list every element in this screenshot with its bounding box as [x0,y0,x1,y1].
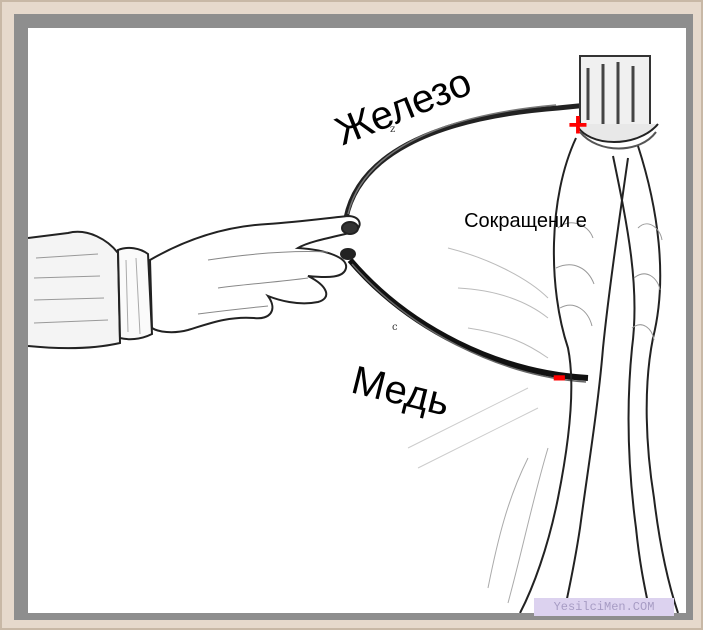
minus-sign: - [552,350,567,400]
diagram-canvas: z c Железо Медь Сокращени е + - [28,28,686,613]
contraction-label: Сокращени е [438,206,613,236]
hand-icon [28,216,360,348]
frog-legs-icon [408,56,678,613]
wire-mark-c: c [392,322,398,333]
watermark: YesilciMen.COM [534,598,674,616]
plus-sign: + [568,106,588,145]
